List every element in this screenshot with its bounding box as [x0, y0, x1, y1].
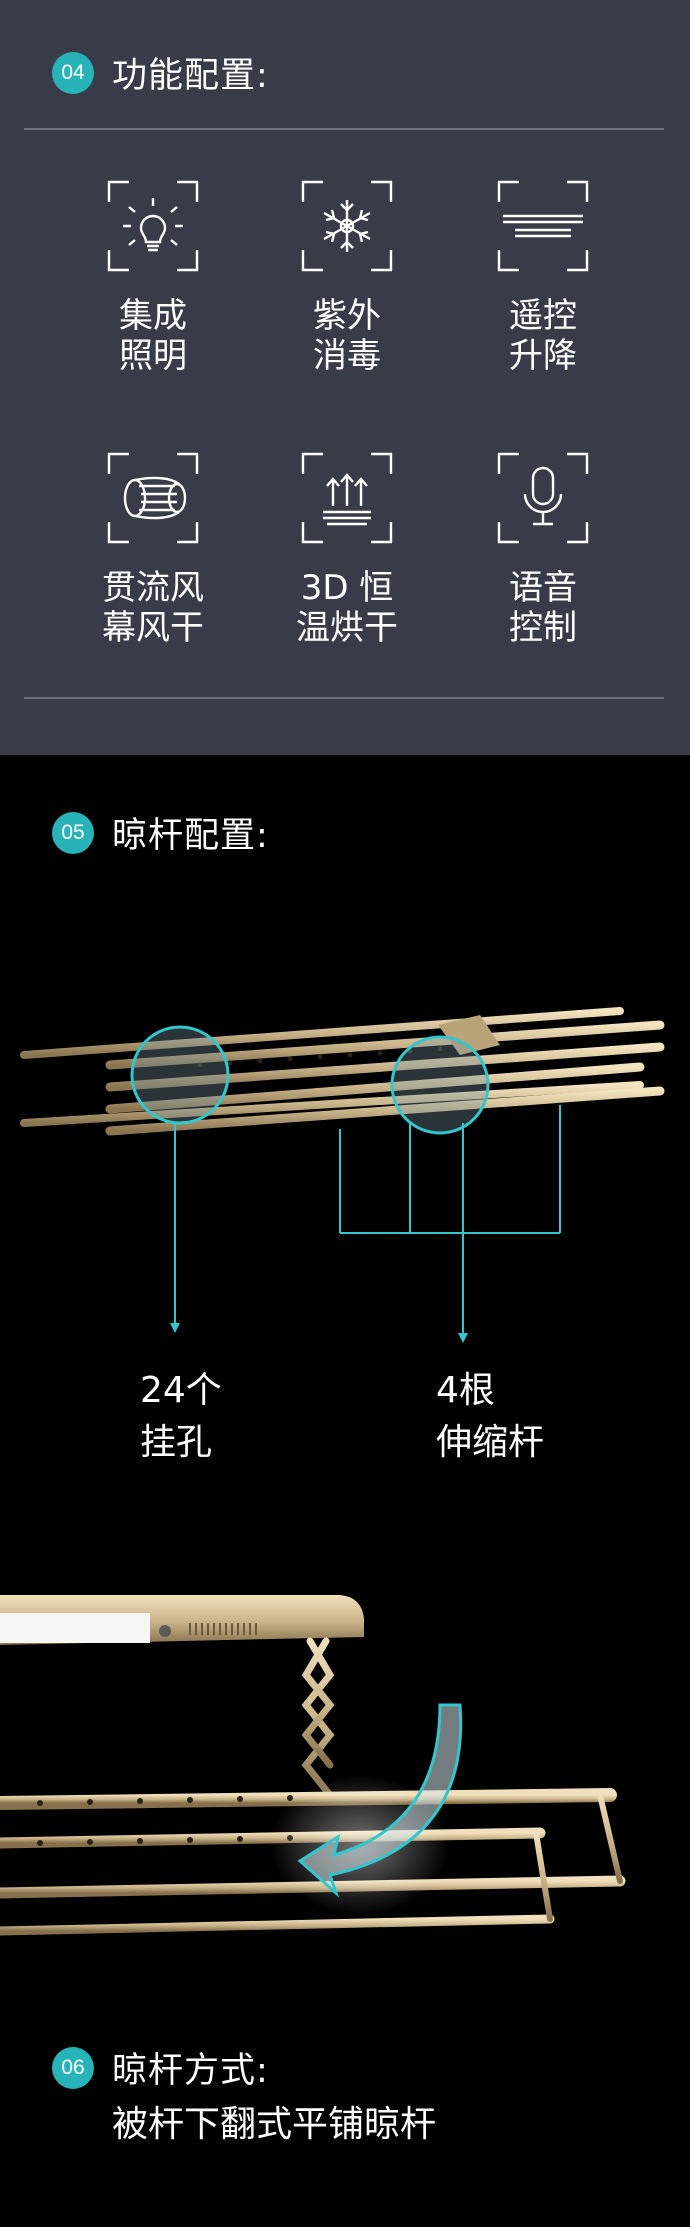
feature-label-line2: 温烘干 — [296, 608, 398, 648]
bottom-divider — [24, 697, 664, 699]
feature-label-line1: 贯流风 — [102, 568, 204, 608]
feature-voice-control: 语音 控制 — [458, 450, 628, 648]
feature-label-line2: 升降 — [509, 336, 577, 376]
feature-remote-lift: 遥控 升降 — [458, 178, 628, 376]
feature-section-header: 04 功能配置: — [52, 47, 269, 98]
section-title: 晾杆方式: — [112, 2051, 269, 2091]
callout-hang-holes: 24个 挂孔 — [140, 1365, 222, 1469]
feature-label-line2: 控制 — [509, 608, 577, 648]
airflow-icon — [107, 452, 199, 544]
feature-label-line1: 紫外 — [313, 296, 381, 336]
feature-label-line2: 幕风干 — [102, 608, 204, 648]
top-divider — [24, 128, 664, 130]
rod-section: 05 晾杆配置: — [0, 755, 690, 2227]
section-title: 晾杆配置: — [112, 816, 269, 856]
section-number-badge: 05 — [52, 811, 94, 854]
callout-hang-holes-label: 挂孔 — [140, 1422, 213, 1463]
feature-label-line1: 遥控 — [509, 296, 577, 336]
rod-section-header: 05 晾杆配置: — [52, 807, 269, 858]
flip-arrow — [297, 1703, 463, 1898]
feature-air-curtain: 贯流风 幕风干 — [68, 450, 238, 648]
bulb-icon — [107, 180, 199, 272]
flip-down-rack-illustration — [0, 1595, 626, 1936]
lift-bars-icon — [497, 180, 589, 272]
section-number-badge: 06 — [52, 2046, 94, 2089]
callout-hang-holes-count: 24个 — [140, 1370, 222, 1411]
section-title: 功能配置: — [112, 56, 269, 96]
feature-section: 04 功能配置: 集成 照明 — [0, 0, 690, 755]
section-number-badge: 04 — [52, 51, 94, 94]
snowflake-icon — [301, 180, 393, 272]
feature-label-line1: 集成 — [119, 296, 187, 336]
feature-label-line2: 消毒 — [313, 336, 381, 376]
feature-label-line1: 3D 恒 — [300, 568, 394, 608]
feature-lighting: 集成 照明 — [68, 178, 238, 376]
feature-label-line2: 照明 — [119, 336, 187, 376]
mount-description: 被杆下翻式平铺晾杆 — [112, 2104, 437, 2145]
callout-telescopic-rods: 4根 伸缩杆 — [436, 1365, 544, 1469]
heat-icon — [301, 452, 393, 544]
feature-label-line1: 语音 — [509, 568, 577, 608]
rack-rods-illustration — [20, 1007, 665, 1343]
feature-heat-drying: 3D 恒 温烘干 — [262, 450, 432, 648]
callout-rods-count: 4根 — [436, 1370, 495, 1411]
mount-section-header: 06 晾杆方式: — [52, 2042, 269, 2093]
microphone-icon — [497, 452, 589, 544]
feature-uv-disinfection: 紫外 消毒 — [262, 178, 432, 376]
callout-rods-label: 伸缩杆 — [436, 1422, 545, 1463]
